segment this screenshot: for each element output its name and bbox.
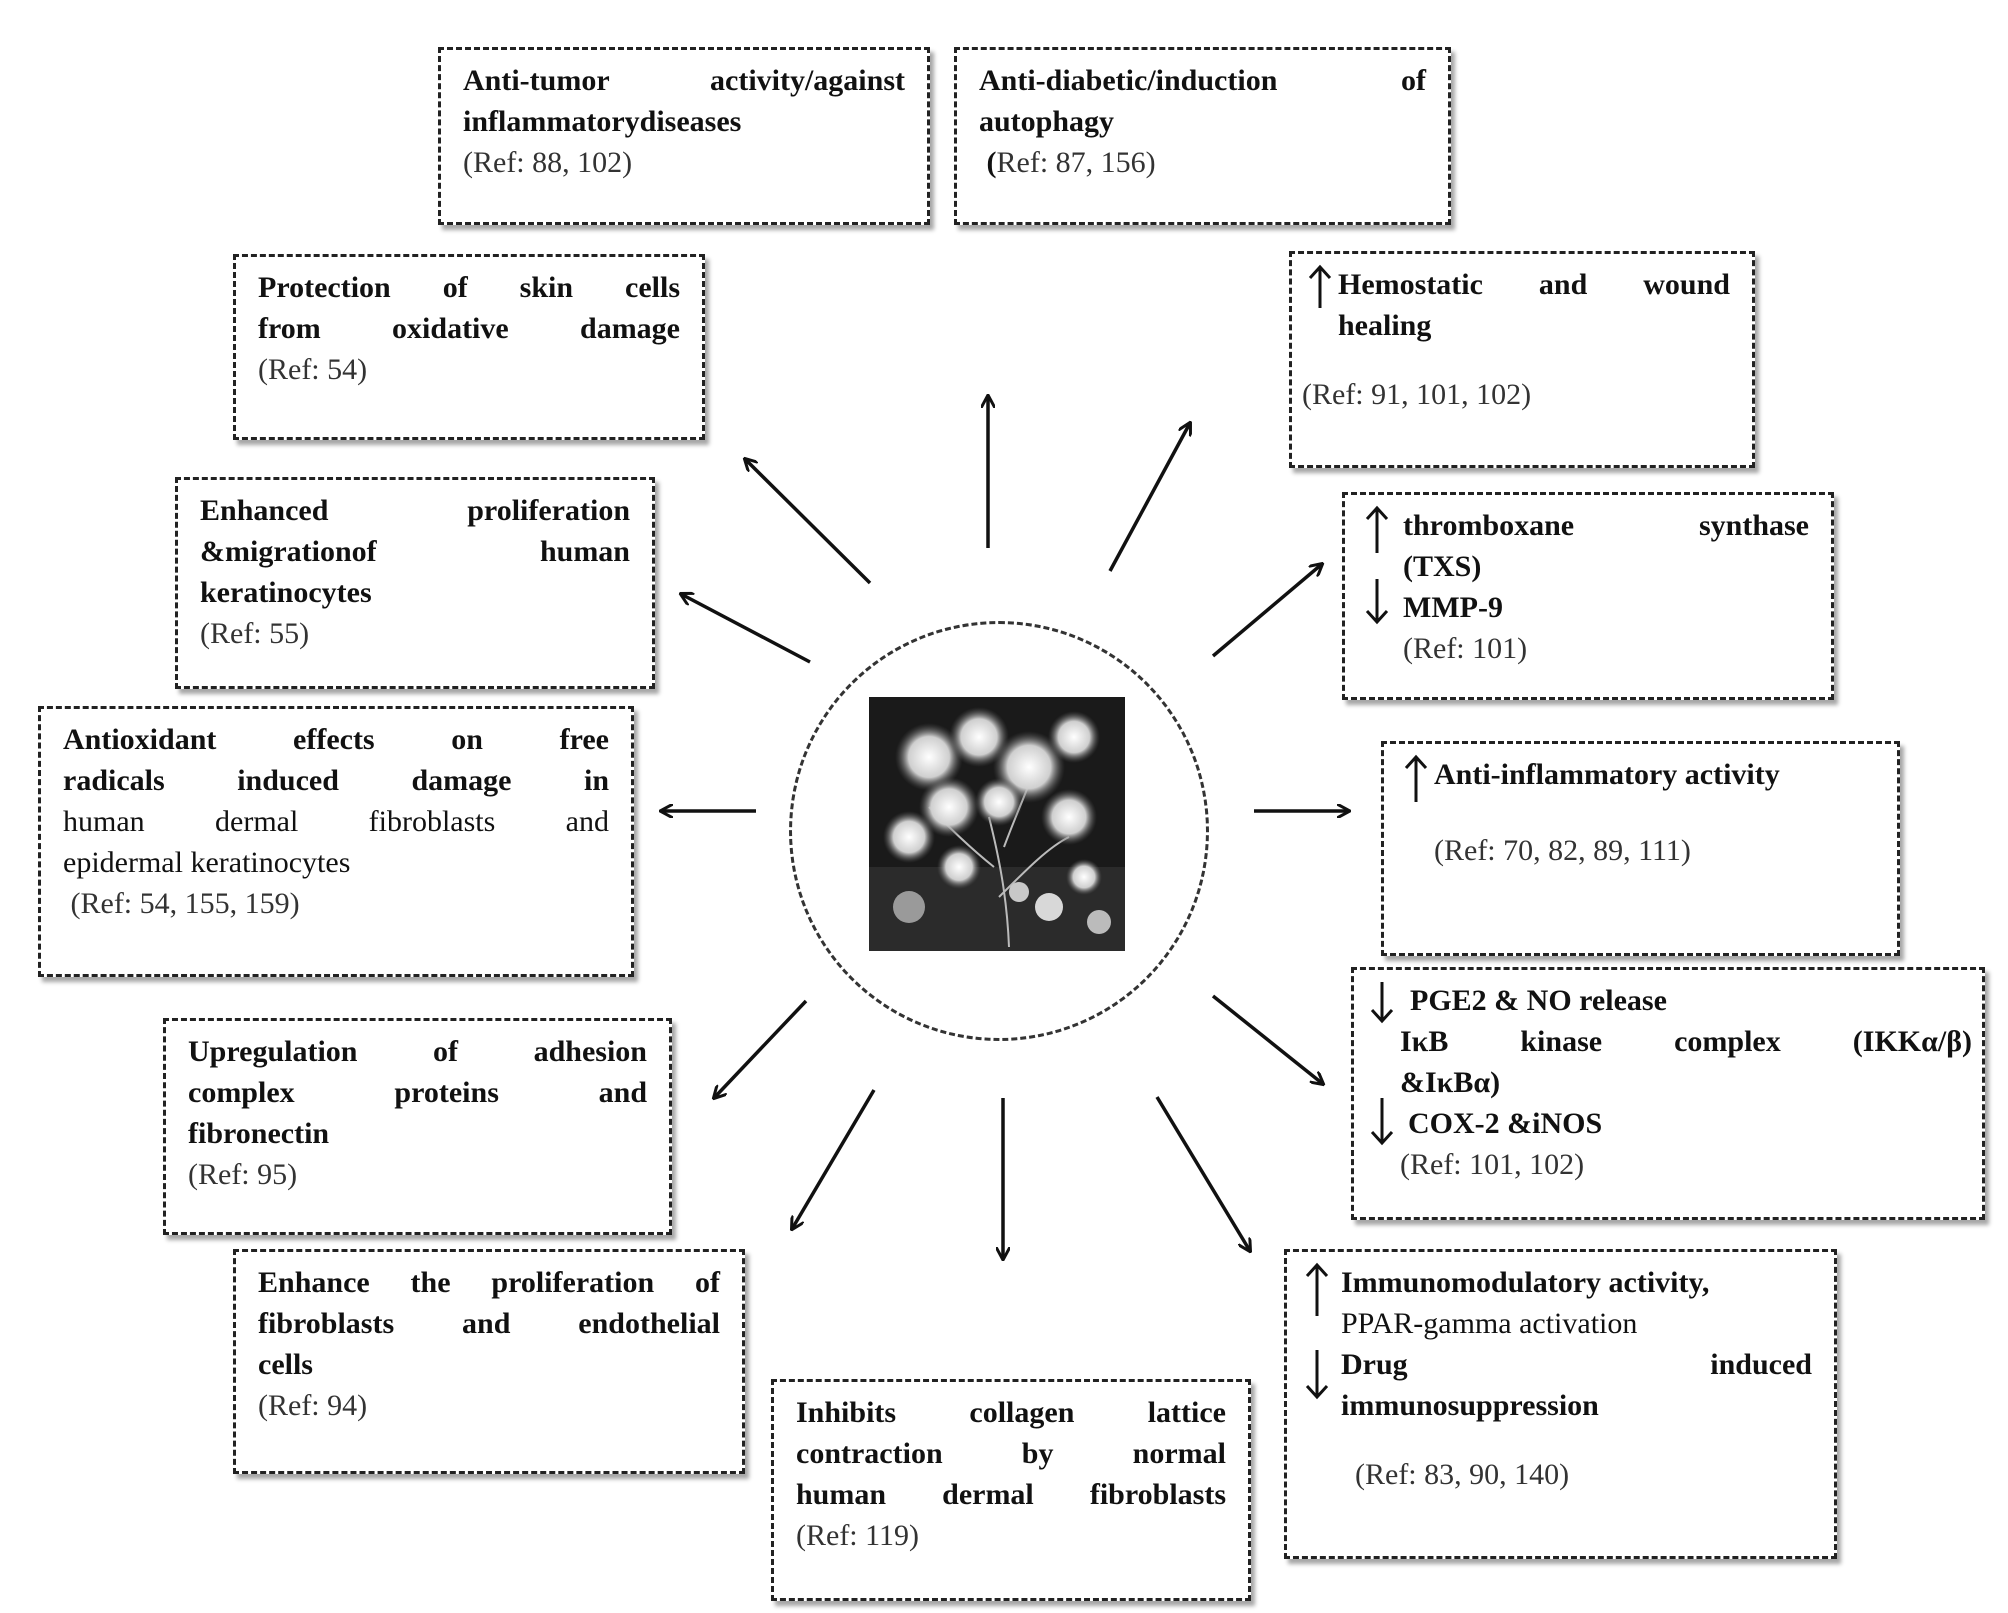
collagen-title-line3: human dermal fibroblasts [796,1478,1226,1511]
anti-diabetic-ref-line: (Ref: 87, 156) [979,142,1426,183]
pge2-title-line3: &IκBα) [1400,1066,1501,1099]
down-arrow-icon [1305,1348,1329,1400]
antioxidant-title-line2: radicals induced damage in [63,764,609,797]
keratinocytes-title-line2: &migrationof human [200,535,630,568]
anti-diabetic-title-line2: autophagy [979,105,1115,138]
anti-diabetic-ref: Ref: 87, 156) [996,146,1156,179]
immunomodulatory-title-line1: Immunomodulatory activity, [1341,1266,1710,1299]
hemostatic-ref: (Ref: 91, 101, 102) [1302,378,1532,411]
fibroblasts-title-line3: cells [258,1348,313,1381]
antioxidant-ref: (Ref: 54, 155, 159) [63,887,300,920]
pge2-title-line1: PGE2 & NO release [1410,984,1667,1017]
down-arrow-icon [1370,1096,1394,1146]
box-keratinocytes: Enhanced proliferation &migrationof huma… [175,477,655,689]
arrow-down-right [1155,1096,1250,1251]
arrow-left-lower [714,999,808,1098]
collagen-title-line2: contraction by normal [796,1437,1226,1470]
thromboxane-title-line3: MMP-9 [1403,591,1503,624]
box-anti-diabetic: Anti-diabetic/induction of autophagy (Re… [954,47,1451,225]
fibroblasts-title-line2: fibroblasts and endothelial [258,1307,720,1340]
skin-protection-ref: (Ref: 54) [258,353,368,386]
skin-protection-title-line1: Protection of skin cells [258,271,680,304]
arrow-left-upper [681,594,811,664]
box-adhesion: Upregulation of adhesion complex protein… [163,1018,672,1235]
thromboxane-title-line1: thromboxane synthase [1403,509,1809,542]
arrow-right-upper [1211,564,1322,658]
hemostatic-title-line1: Hemostatic and wound [1338,268,1730,301]
thromboxane-ref: (Ref: 101) [1403,632,1528,665]
box-pge2: PGE2 & NO release IκB kinase complex (IK… [1351,967,1985,1220]
immunomodulatory-line2: PPAR-gamma activation [1341,1307,1638,1340]
plant-photo [869,697,1125,951]
anti-tumor-title-line1: Anti-tumor activity/against [463,64,905,97]
arrow-down-left [792,1089,876,1229]
box-skin-protection: Protection of skin cells from oxidative … [233,254,705,440]
adhesion-ref: (Ref: 95) [188,1158,298,1191]
box-immunomodulatory: Immunomodulatory activity, PPAR-gamma ac… [1284,1249,1837,1559]
antioxidant-title-line1: Antioxidant effects on free [63,723,609,756]
adhesion-title-line3: fibronectin [188,1117,330,1150]
fibroblasts-ref: (Ref: 94) [258,1389,368,1422]
anti-tumor-ref: (Ref: 88, 102) [463,146,633,179]
collagen-title-line1: Inhibits collagen lattice [796,1396,1226,1429]
down-arrow-icon [1370,980,1394,1024]
box-thromboxane: thromboxane synthase (TXS) MMP-9 (Ref: 1… [1342,492,1834,700]
box-anti-tumor: Anti-tumor activity/against inflammatory… [438,47,930,225]
antioxidant-line3: human dermal fibroblasts and [63,805,609,838]
fibroblasts-title-line1: Enhance the proliferation of [258,1266,720,1299]
box-hemostatic: Hemostatic and wound healing (Ref: 91, 1… [1289,251,1755,468]
arrow-right-lower [1211,994,1323,1084]
box-collagen: Inhibits collagen lattice contraction by… [771,1379,1251,1601]
box-fibroblasts: Enhance the proliferation of fibroblasts… [233,1249,745,1474]
thromboxane-title-line2: (TXS) [1403,550,1482,583]
up-arrow-icon [1365,505,1389,555]
pge2-title-line2: IκB kinase complex (IKKα/β) [1400,1025,1972,1058]
keratinocytes-title-line1: Enhanced proliferation [200,494,630,527]
hemostatic-title-line2: healing [1338,309,1432,342]
skin-protection-title-line2: from oxidative damage [258,312,680,345]
anti-diabetic-title-line1: Anti-diabetic/induction of [979,64,1426,97]
anti-inflammatory-title: Anti-inflammatory activity [1434,758,1780,791]
box-antioxidant: Antioxidant effects on free radicals ind… [38,706,634,977]
collagen-ref: (Ref: 119) [796,1519,920,1552]
anti-tumor-title-line2: inflammatorydiseases [463,105,742,138]
adhesion-title-line2: complex proteins and [188,1076,647,1109]
adhesion-title-line1: Upregulation of adhesion [188,1035,647,1068]
anti-inflammatory-ref: (Ref: 70, 82, 89, 111) [1434,834,1691,867]
up-arrow-icon [1398,754,1434,804]
up-arrow-icon [1305,1262,1329,1318]
keratinocytes-title-line3: keratinocytes [200,576,372,609]
pge2-ref: (Ref: 101, 102) [1400,1148,1585,1181]
down-arrow-icon [1365,577,1389,625]
anti-diabetic-ref-paren: ( [986,146,997,179]
pge2-title-line4: COX-2 &iNOS [1408,1107,1603,1140]
immunomodulatory-title-line4: immunosuppression [1341,1389,1599,1422]
keratinocytes-ref: (Ref: 55) [200,617,310,650]
up-arrow-icon [1302,264,1338,310]
antioxidant-line4: epidermal keratinocytes [63,846,351,879]
arrow-up-right [1108,423,1190,572]
arrow-up-left [745,459,872,585]
box-anti-inflammatory: Anti-inflammatory activity (Ref: 70, 82,… [1381,741,1900,956]
immunomodulatory-ref: (Ref: 83, 90, 140) [1355,1458,1570,1491]
immunomodulatory-title-line3: Drug induced [1341,1348,1812,1381]
central-circle [789,621,1209,1041]
